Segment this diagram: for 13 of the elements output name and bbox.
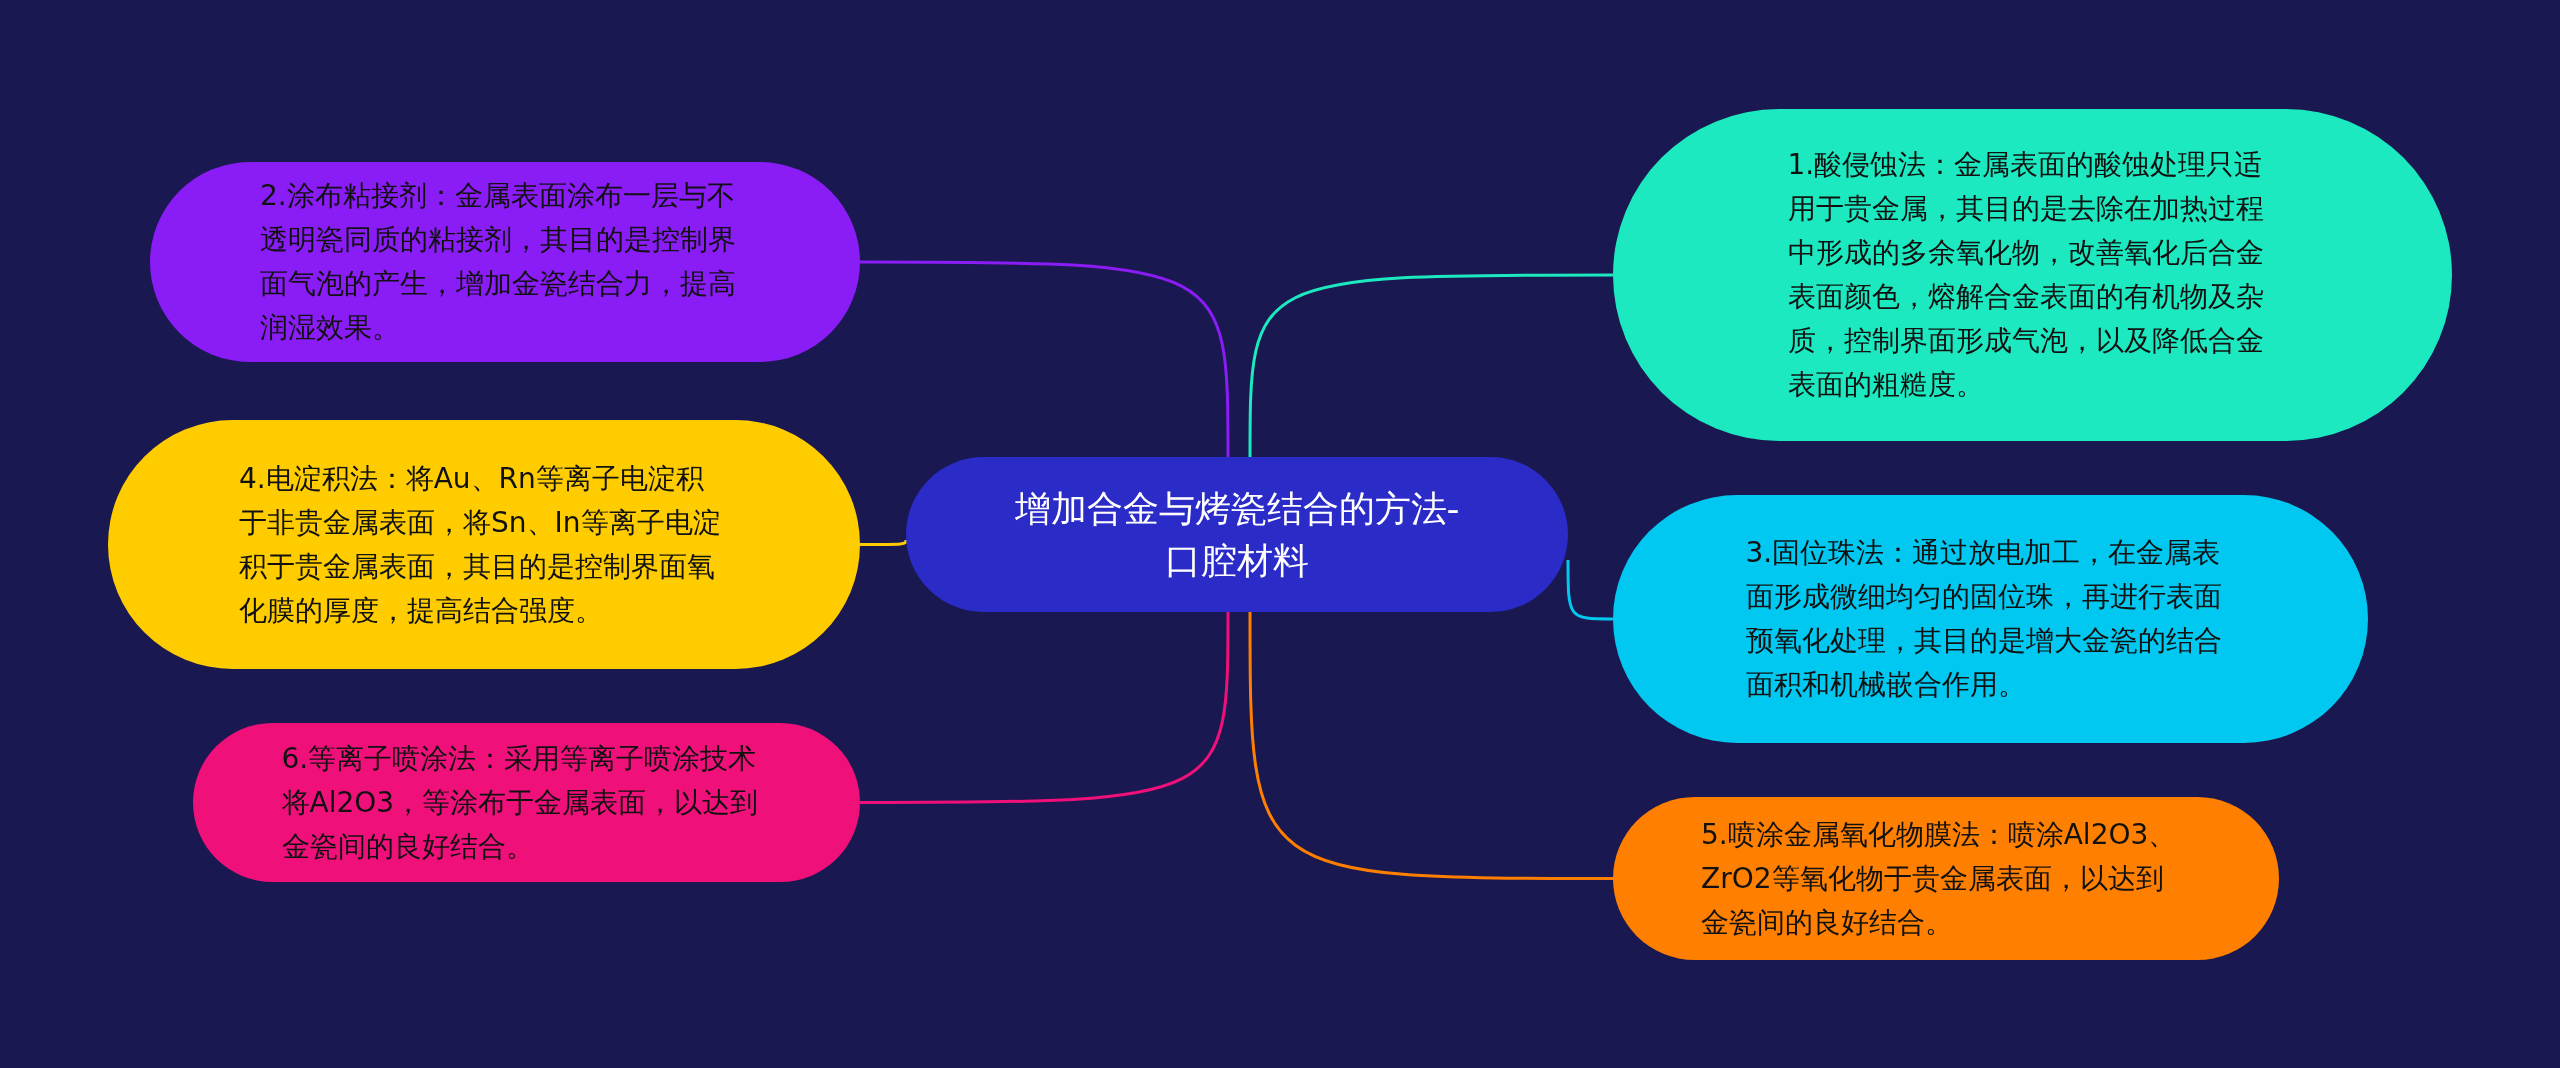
- node-text: 增加合金与烤瓷结合的方法-口腔材料: [1013, 486, 1461, 583]
- connector-line: [1248, 273, 1613, 457]
- connector-line: [1566, 560, 1613, 621]
- node-text: 3.固位珠法：通过放电加工，在金属表面形成微细均匀的固位珠，再进行表面预氧化处理，其目的是增大金瓷的结合面积和机械嵌合作用。: [1745, 535, 2223, 703]
- connector-line: [860, 260, 1230, 457]
- node-text: 5.喷涂金属氧化物膜法：喷涂Al2O3、ZrO2等氧化物于贵金属表面，以达到金瓷间的良好结合。: [1701, 816, 2178, 941]
- node-text: 1.酸侵蚀法：金属表面的酸蚀处理只适用于贵金属，其目的是去除在加热过程中形成的多余氧化物，改善氧化后合金表面颜色，熔解合金表面的有机物及杂质，控制界面形成气泡，以及降低合金表面的粗糙度。: [1787, 147, 2265, 403]
- topic-box: [906, 457, 1568, 612]
- node-text: 6.等离子喷涂法：采用等离子喷涂技术将Al2O3，等涂布于金属表面，以达到金瓷间的良好结合。: [281, 740, 760, 865]
- node-text: 4.电淀积法：将Au、Rn等离子电淀积于非贵金属表面，将Sn、In等离子电淀积于贵金属表面，其目的是控制界面氧化膜的厚度，提高结合强度。: [239, 460, 722, 629]
- node-text: 2.涂布粘接剂：金属表面涂布一层与不透明瓷同质的粘接剂，其目的是控制界面气泡的产生，增加金瓷结合力，提高润湿效果。: [260, 178, 737, 346]
- connector-line: [860, 612, 1230, 804]
- connector-line: [860, 539, 908, 546]
